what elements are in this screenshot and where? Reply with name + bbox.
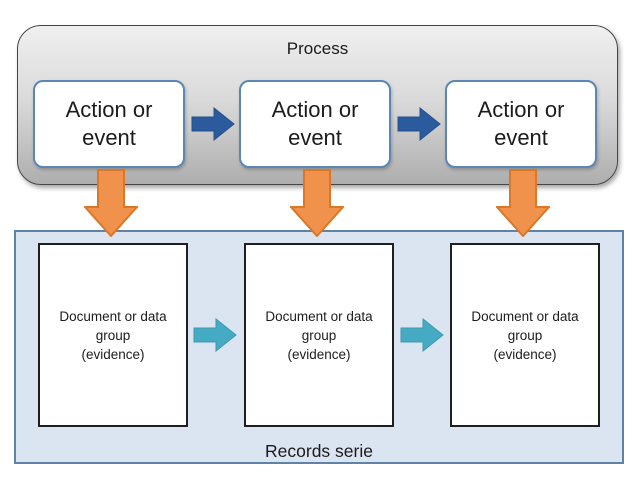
action-node-1-label: Action or event bbox=[65, 97, 153, 150]
process-flow-right-arrow-icon bbox=[191, 107, 235, 141]
document-node-1-label: Document or data group (evidence) bbox=[59, 308, 167, 362]
mapping-down-arrow-icon bbox=[84, 169, 138, 237]
action-node-2: Action or event bbox=[239, 80, 391, 168]
document-node-3: Document or data group (evidence) bbox=[450, 243, 600, 427]
document-node-2-label: Document or data group (evidence) bbox=[265, 308, 373, 362]
records-container-label: Records serie bbox=[265, 441, 373, 461]
document-node-3-label: Document or data group (evidence) bbox=[471, 308, 579, 362]
action-node-3: Action or event bbox=[445, 80, 597, 168]
document-node-1: Document or data group (evidence) bbox=[38, 243, 188, 427]
action-node-1: Action or event bbox=[33, 80, 185, 168]
action-node-2-label: Action or event bbox=[271, 97, 359, 150]
mapping-down-arrow-icon bbox=[290, 169, 344, 237]
records-flow-right-arrow-icon bbox=[400, 318, 444, 352]
document-node-2: Document or data group (evidence) bbox=[244, 243, 394, 427]
process-container-label: Process bbox=[286, 39, 349, 58]
action-node-3-label: Action or event bbox=[477, 97, 565, 150]
process-flow-right-arrow-icon bbox=[397, 107, 441, 141]
mapping-down-arrow-icon bbox=[496, 169, 550, 237]
records-flow-right-arrow-icon bbox=[193, 318, 237, 352]
